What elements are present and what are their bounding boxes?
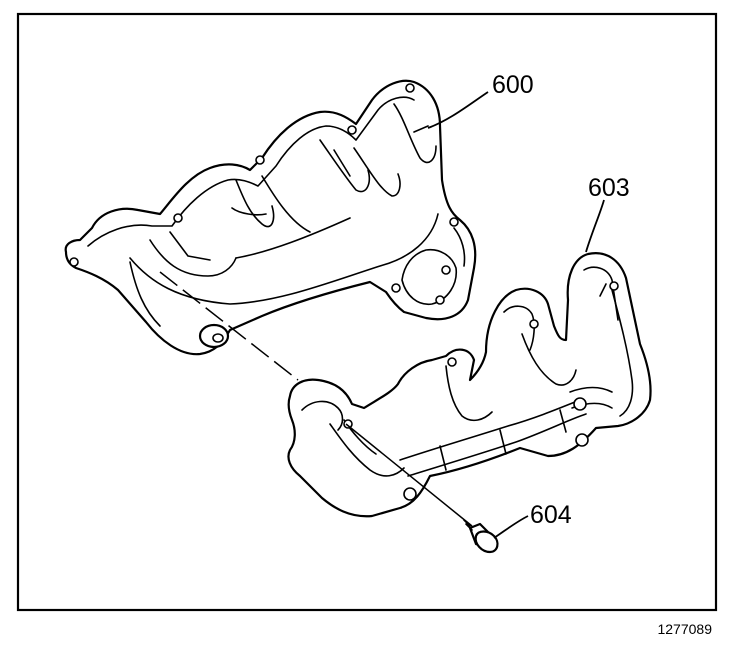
shield-hole-icon <box>575 433 589 447</box>
leader-line <box>585 199 605 253</box>
bolt <box>463 519 499 554</box>
alignment-line <box>345 423 473 527</box>
shield-hole-icon <box>343 419 353 429</box>
callout-label-bolt: 604 <box>530 501 572 529</box>
flange-hole-icon <box>435 295 445 305</box>
flange-hole-icon <box>391 283 401 293</box>
flange-hole-icon <box>69 257 79 267</box>
exhaust-manifold <box>64 79 477 356</box>
callout-label-heat-shield: 603 <box>588 174 630 202</box>
flange-hole-icon <box>441 265 451 275</box>
shield-hole-icon <box>609 281 619 291</box>
flange-hole-icon <box>173 213 183 223</box>
flange-hole-icon <box>347 125 357 135</box>
callout-label-manifold: 600 <box>492 71 534 99</box>
diagram-frame <box>16 12 718 612</box>
flange-hole-icon <box>255 155 265 165</box>
figure-id: 1277089 <box>657 621 712 637</box>
shield-hole-icon <box>529 319 539 329</box>
shield-hole-icon <box>403 487 417 501</box>
flange-hole-icon <box>449 217 459 227</box>
leader-line <box>427 91 489 129</box>
shield-hole-icon <box>447 357 457 367</box>
flange-hole-icon <box>405 83 415 93</box>
leader-line <box>493 515 529 539</box>
alignment-line <box>159 271 299 381</box>
shield-hole-icon <box>573 397 587 411</box>
